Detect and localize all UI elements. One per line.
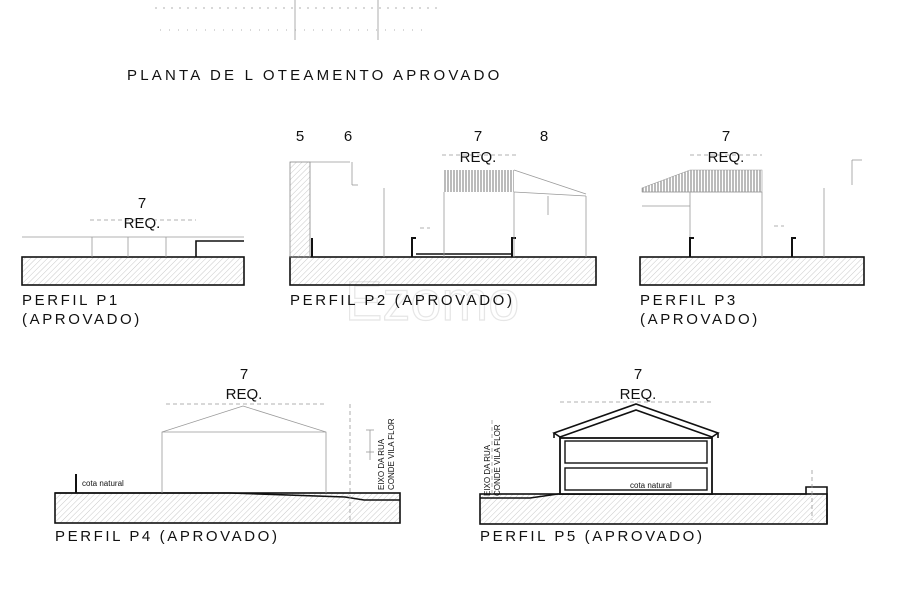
profile-p2: 5 6 7 8 REQ. PERFIL P2 (APROVADO) [289, 128, 597, 309]
background-traces [155, 0, 440, 40]
p3-lot-number: 7 [722, 128, 730, 145]
p5-upper-floor [564, 440, 708, 464]
p3-roof-hatch [641, 169, 763, 193]
p5-ground-slab [479, 493, 828, 525]
p4-label: PERFIL P4 (APROVADO) [55, 528, 280, 545]
p1-lot-number: 7 [138, 195, 146, 212]
p2-label: PERFIL P2 (APROVADO) [290, 292, 515, 309]
p5-house-body [559, 437, 713, 495]
p2-neighbour-building [289, 161, 311, 258]
p2-req-label: REQ. [460, 149, 497, 166]
p3-req-label: REQ. [708, 149, 745, 166]
p1-ground-slab [21, 256, 245, 286]
p4-ground-slab [54, 492, 401, 524]
p3-label-line1: PERFIL P3 [640, 292, 738, 309]
p2-lot-6: 6 [344, 128, 352, 145]
p1-label-line1: PERFIL P1 [22, 292, 120, 309]
page-title: PLANTA DE L OTEAMENTO APROVADO [127, 67, 503, 84]
p2-lot-8: 8 [540, 128, 548, 145]
p5-cota-natural: cota natural [630, 481, 672, 490]
p2-lot-7: 7 [474, 128, 482, 145]
profile-p5: cota natural EIXO DA RUA CONDE VILA FLOR… [479, 366, 828, 545]
p5-eixo-line2: CONDE VILA FLOR [493, 424, 502, 496]
p3-ground-slab [639, 256, 865, 286]
p1-req-label: REQ. [124, 215, 161, 232]
p5-lot-number: 7 [634, 366, 642, 383]
profile-p4: cota natural EIXO DA RUA CONDE VILA FLOR… [54, 366, 401, 545]
p5-roof [552, 403, 720, 438]
profile-p3: 7 REQ. PERFIL P3 (APROVADO) [639, 128, 865, 328]
p2-ground-slab [289, 256, 597, 286]
p5-eixo-line1: EIXO DA RUA [483, 444, 492, 496]
p4-lot-number: 7 [240, 366, 248, 383]
p2-lot-5: 5 [296, 128, 304, 145]
p1-label-line2: (APROVADO) [22, 311, 142, 328]
p4-req-label: REQ. [226, 386, 263, 403]
p4-cota-natural: cota natural [82, 479, 124, 488]
p5-label: PERFIL P5 (APROVADO) [480, 528, 705, 545]
p3-label-line2: (APROVADO) [640, 311, 760, 328]
profile-p1: 7 REQ. PERFIL P1 (APROVADO) [21, 195, 245, 328]
p5-req-label: REQ. [620, 386, 657, 403]
p4-eixo-line1: EIXO DA RUA [377, 438, 386, 490]
p5-lower-floor [564, 467, 708, 491]
p4-eixo-line2: CONDE VILA FLOR [387, 418, 396, 490]
p2-roof-hatch [444, 170, 514, 192]
